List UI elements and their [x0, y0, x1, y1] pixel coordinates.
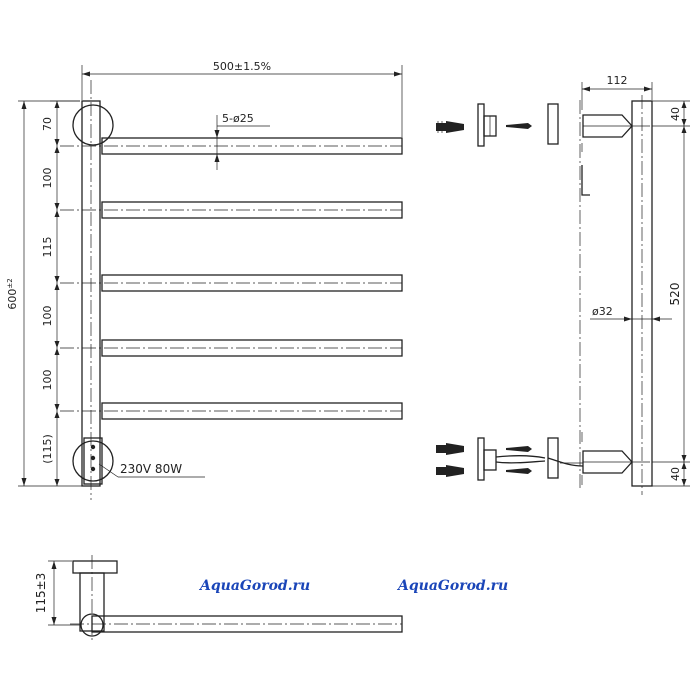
anchor-screw-icon-bottom-2: [436, 465, 464, 477]
mount-top-dimension: 40: [669, 107, 682, 121]
anchor-screw-icon-bottom-1: [436, 443, 464, 455]
width-dimension: 500±1.5%: [213, 60, 271, 73]
wall-bracket-icon: [477, 103, 497, 147]
bottom-wall-plate: [72, 560, 118, 574]
screw-icon-bottom-2: [506, 468, 532, 474]
watermark-2: AquaGorod.ru: [396, 578, 508, 594]
spacing-2: 115: [41, 237, 54, 258]
side-depth-dimension: 112: [607, 74, 628, 87]
bottom-wall-flange: [72, 440, 114, 482]
hex-key-icon: [581, 165, 590, 196]
bar-diameter-dimension: ø32: [592, 305, 613, 318]
spacing-top: 70: [41, 117, 54, 131]
anchor-screw-icon: [436, 121, 464, 133]
mount-bottom-dimension: 40: [669, 467, 682, 481]
bottom-view: 115±3: [34, 555, 403, 640]
tube-5: [60, 402, 403, 420]
watermark-1: AquaGorod.ru: [198, 578, 310, 594]
tube-diameter-callout: 5-ø25: [222, 112, 254, 125]
top-wall-flange: [72, 104, 114, 146]
screw-icon: [506, 123, 532, 129]
top-mount-arm: [582, 114, 633, 138]
bottom-depth-dimension: 115±3: [34, 573, 48, 614]
tube-4: [60, 339, 403, 357]
wall-bracket-icon-bottom: [477, 437, 497, 481]
screw-icon-bottom-1: [506, 446, 532, 452]
power-cable: [495, 454, 546, 459]
bottom-mount-arm: [582, 450, 633, 474]
spacing-3: 100: [41, 306, 54, 327]
mount-center-dimension: 520: [668, 283, 682, 306]
cover-cap: [547, 103, 559, 145]
height-dimension: 600±2: [6, 278, 19, 309]
tube-1: [60, 137, 403, 155]
side-view: 112 40 520 40 ø32: [547, 74, 690, 495]
spacing-bottom: (115): [41, 434, 54, 464]
tube-2: [60, 201, 403, 219]
spacing-4: 100: [41, 370, 54, 391]
tube-3: [60, 274, 403, 292]
power-rating-label: 230V 80W: [120, 462, 182, 476]
power-box: [83, 437, 103, 485]
mounting-hardware: [436, 100, 590, 485]
spacing-1: 100: [41, 168, 54, 189]
power-indicator-icon: [90, 444, 96, 450]
front-view: 500±1.5% 5-ø25 600±2: [6, 60, 403, 500]
